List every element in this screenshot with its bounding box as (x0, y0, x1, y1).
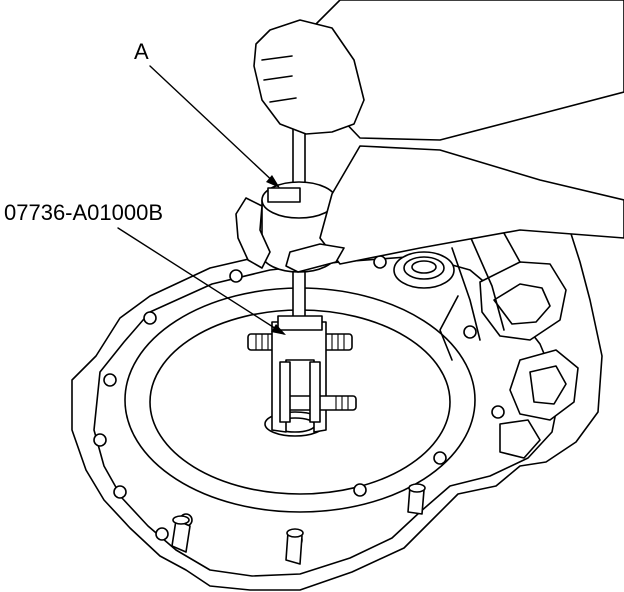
finger-creases (261, 55, 297, 103)
bolt (353, 483, 367, 497)
callout-label-a: A (134, 39, 149, 64)
thumb-lower (285, 243, 345, 273)
bolt (433, 451, 447, 465)
studs (171, 483, 426, 565)
bolt (373, 255, 387, 269)
leader-line-tool (117, 227, 285, 335)
fist (253, 19, 365, 135)
bolt (93, 433, 107, 447)
case-ribs (439, 225, 521, 361)
leader-lines (117, 65, 285, 335)
arrowhead-tool (271, 324, 286, 335)
lower-forearm (319, 145, 624, 265)
tool-threads-lower (335, 395, 349, 411)
bolt (143, 311, 157, 325)
supporting-fingers (235, 197, 271, 269)
bolt (463, 325, 477, 339)
bolt (229, 269, 243, 283)
tool-yoke-top (277, 315, 323, 331)
bearing-remover-tool (247, 239, 357, 433)
tool-jaw-left (279, 361, 291, 423)
tool-threads-upper (255, 333, 345, 351)
leader-arrows (266, 175, 286, 335)
bolt (155, 527, 169, 541)
bolt (113, 485, 127, 499)
hammer-slot (267, 187, 301, 203)
hand (235, 0, 624, 273)
bolt (491, 405, 505, 419)
oil-seal-boss (393, 251, 455, 289)
callout-label-tool-number: 07736-A01000B (4, 200, 164, 225)
flange-bolts (93, 255, 505, 547)
leader-line-a (149, 65, 279, 187)
tool-jaw-right (309, 361, 321, 423)
bolt (103, 373, 117, 387)
arrowhead-a (266, 175, 280, 188)
